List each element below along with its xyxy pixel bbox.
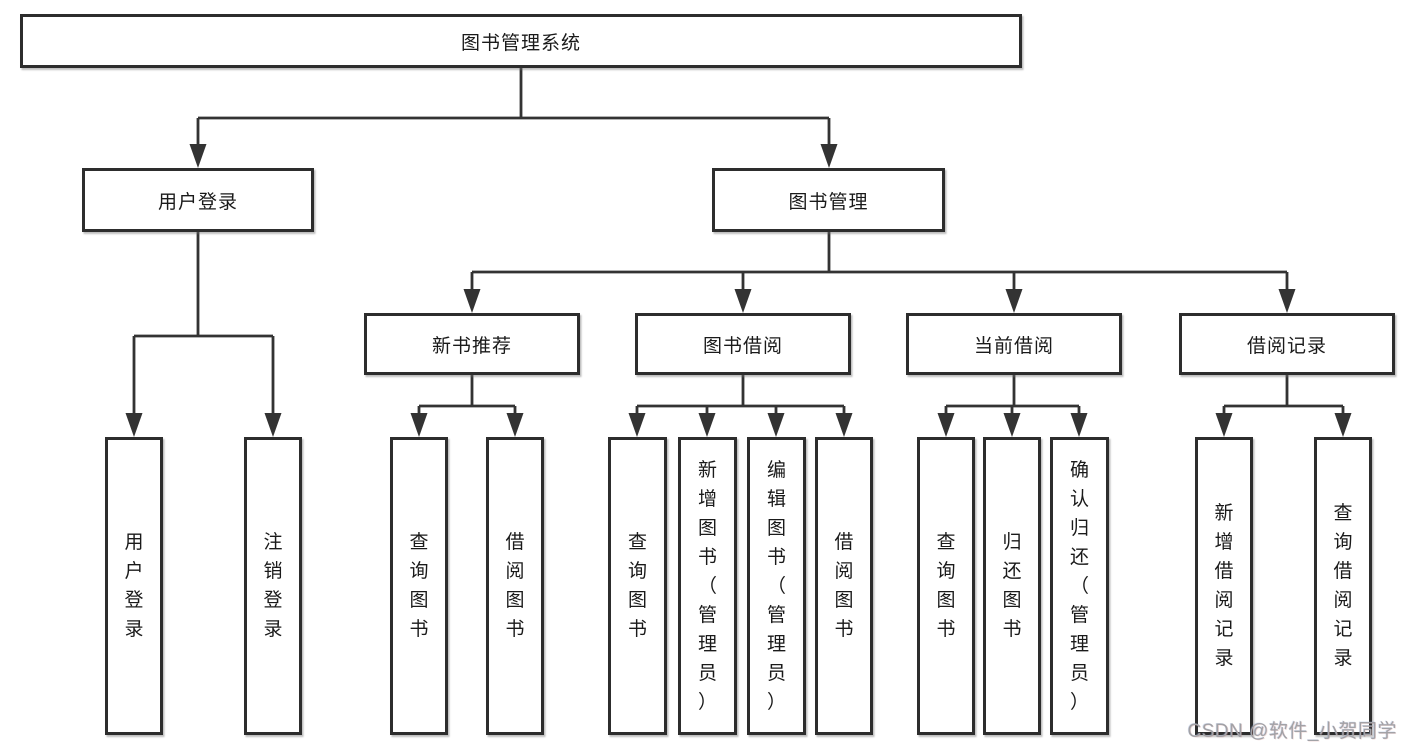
leaf-label: 归 还 图 书	[1002, 532, 1022, 640]
leaf-label: 借 阅 图 书	[505, 532, 525, 640]
connector-book-borrow-to-leaves	[628, 375, 853, 437]
node-borrowing-records: 借阅记录	[1179, 313, 1395, 375]
leaf-nbr-borrow-books: 借 阅 图 书	[486, 437, 544, 735]
connector-book-mgmt-to-level3	[463, 232, 1296, 313]
leaf-label: 查 询 图 书	[409, 532, 429, 640]
connector-current-borrow-to-leaves	[937, 375, 1088, 437]
leaf-label: 查 询 图 书	[936, 532, 956, 640]
node-current-borrowing: 当前借阅	[906, 313, 1122, 375]
leaf-logout: 注 销 登 录	[244, 437, 302, 735]
node-new-book-recommendation: 新书推荐	[364, 313, 580, 375]
leaf-bb-borrow-books: 借 阅 图 书	[815, 437, 873, 735]
leaf-br-query-record: 查 询 借 阅 记 录	[1314, 437, 1372, 735]
leaf-user-login: 用 户 登 录	[105, 437, 163, 735]
node-user-login-branch: 用户登录	[82, 168, 314, 232]
leaf-label: 借 阅 图 书	[834, 532, 854, 640]
connector-root-to-level2	[189, 68, 838, 168]
connector-new-book-rec-to-leaves	[410, 375, 524, 437]
leaf-label: 确 认 归 还 （ 管 理 员 ）	[1069, 459, 1089, 713]
leaf-label: 新 增 图 书 （ 管 理 员 ）	[697, 459, 717, 713]
leaf-cb-query-books: 查 询 图 书	[917, 437, 975, 735]
node-book-borrowing: 图书借阅	[635, 313, 851, 375]
node-root: 图书管理系统	[20, 14, 1022, 68]
leaf-nbr-query-books: 查 询 图 书	[390, 437, 448, 735]
watermark: CSDN @软件_小贺同学	[1187, 721, 1397, 742]
leaf-label: 注 销 登 录	[263, 532, 283, 640]
node-book-management-branch: 图书管理	[712, 168, 945, 232]
leaf-label: 编 辑 图 书 （ 管 理 员 ）	[766, 459, 786, 713]
leaf-bb-query-books: 查 询 图 书	[608, 437, 667, 735]
leaf-bb-edit-books-admin: 编 辑 图 书 （ 管 理 员 ）	[747, 437, 806, 735]
leaf-br-add-record: 新 增 借 阅 记 录	[1195, 437, 1253, 735]
leaf-cb-confirm-return-admin: 确 认 归 还 （ 管 理 员 ）	[1050, 437, 1109, 735]
leaf-bb-add-books-admin: 新 增 图 书 （ 管 理 员 ）	[678, 437, 737, 735]
leaf-label: 用 户 登 录	[124, 532, 144, 640]
leaf-label: 查 询 图 书	[627, 532, 647, 640]
connector-borrow-records-to-leaves	[1215, 375, 1352, 437]
leaf-label: 查 询 借 阅 记 录	[1333, 503, 1353, 669]
connector-user-login-to-leaves	[125, 232, 282, 437]
leaf-cb-return-books: 归 还 图 书	[983, 437, 1041, 735]
leaf-label: 新 增 借 阅 记 录	[1214, 503, 1234, 669]
